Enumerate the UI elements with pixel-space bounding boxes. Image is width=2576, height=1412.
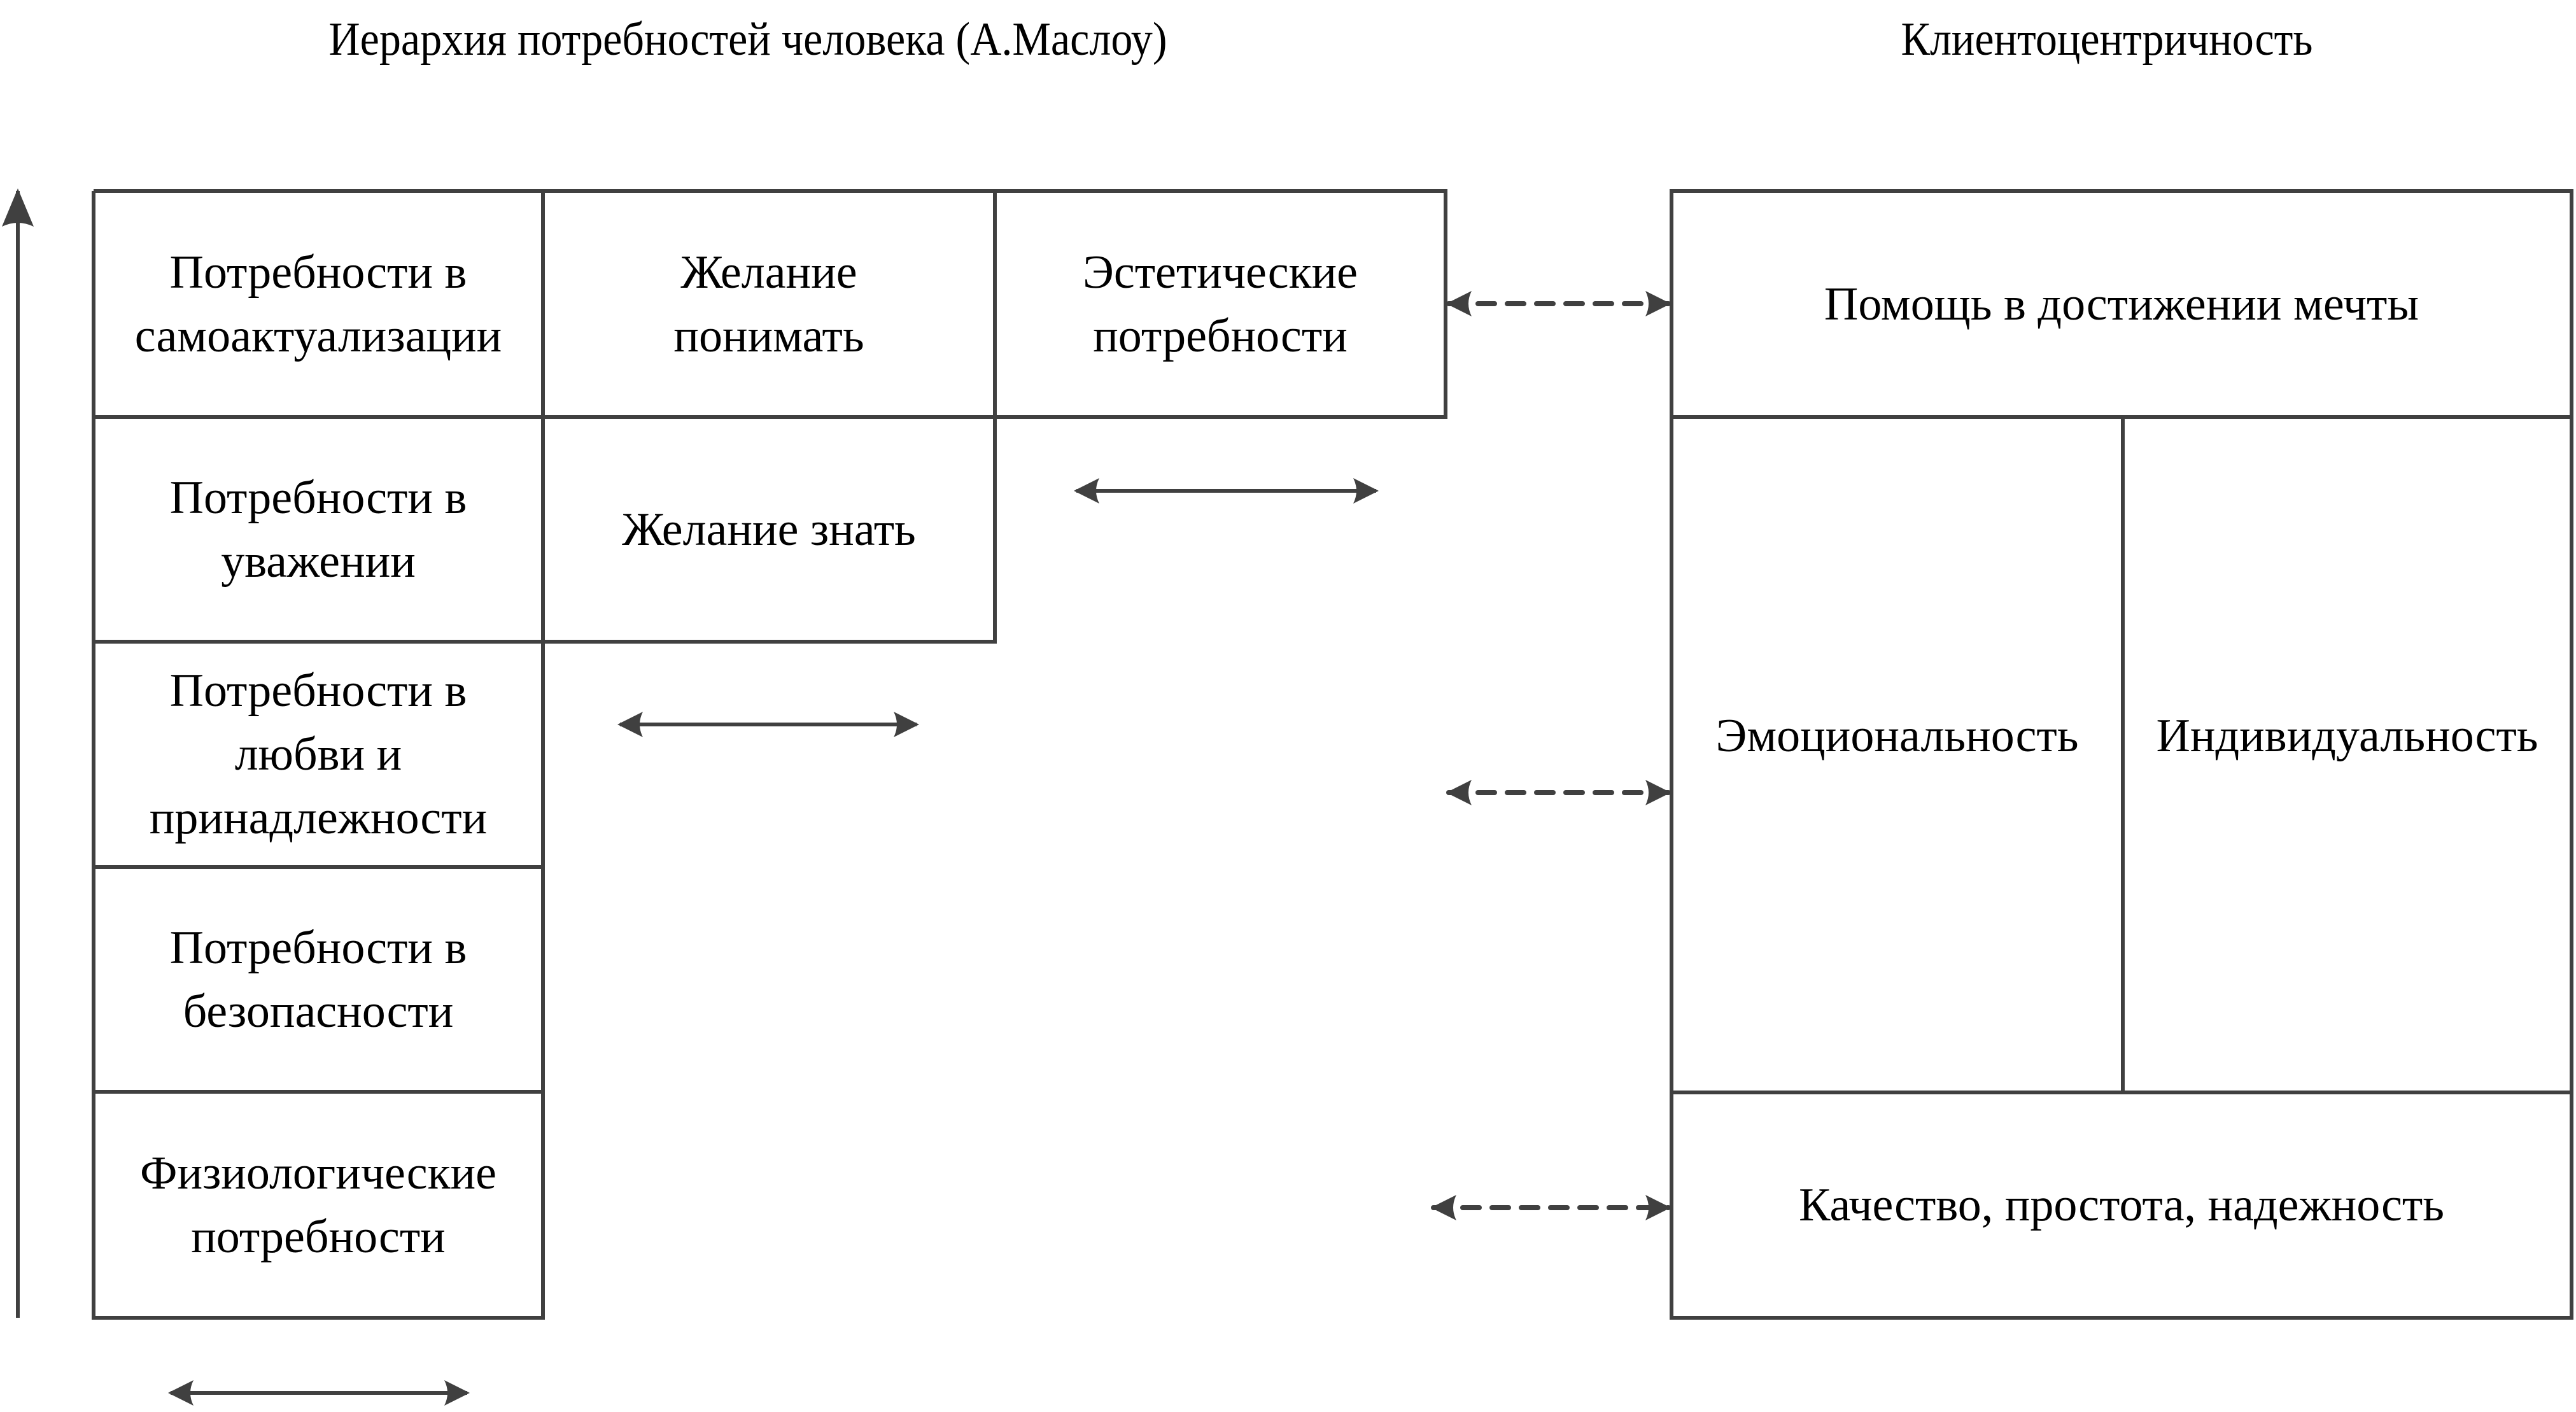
client-emotionality: Эмоциональность [1715,709,2079,762]
cell-text-line: Желание знать [622,503,916,556]
maslow-level-physiological: Физиологические потребности [95,1094,541,1316]
client-centricity-title: Клиентоцентричность [1901,13,2313,66]
maslow-level-esteem: Потребности в уважении [95,419,541,640]
cell-text-line: потребности [191,1210,446,1263]
cell-text-line: уважении [221,535,416,588]
maslow-title: Иерархия потребностей человека (А.Маслоу… [328,13,1167,66]
cell-text-line: Потребности в [169,921,467,974]
cell-text-line: понимать [673,309,864,362]
cell-text-line: безопасности [183,985,454,1038]
cell-text-line: принадлежности [149,792,488,844]
client-grid-lines [1670,189,2573,1320]
cell-text-line: Физиологические [140,1147,496,1199]
cognitive-desire-to-understand: Желание понимать [545,193,993,415]
cell-text-line: самоактуализации [134,309,502,362]
cell-text-line: Потребности в [169,665,467,717]
cell-text-line: Потребности в [169,246,467,299]
cell-text-line: Эстетические [1083,246,1358,299]
client-quality-simplicity-reliability: Качество, простота, надежность [1799,1179,2444,1231]
client-dream-help: Помощь в достижении мечты [1824,278,2419,330]
cell-text-line: любви и [234,728,402,780]
maslow-level-safety: Потребности в безопасности [95,869,541,1090]
maslow-level-self-actualization: Потребности в самоактуализации [95,193,541,415]
cell-text-line: потребности [1093,309,1348,362]
maslow-level-love-belonging: Потребности в любви и принадлежности [95,644,541,865]
client-individuality: Индивидуальность [2156,709,2538,762]
cell-text-line: Желание [680,246,857,299]
aesthetic-needs: Эстетические потребности [997,193,1444,415]
cell-text-line: Потребности в [169,471,467,524]
maslow-grid-lines [92,189,1447,1320]
cognitive-desire-to-know: Желание знать [545,419,993,640]
